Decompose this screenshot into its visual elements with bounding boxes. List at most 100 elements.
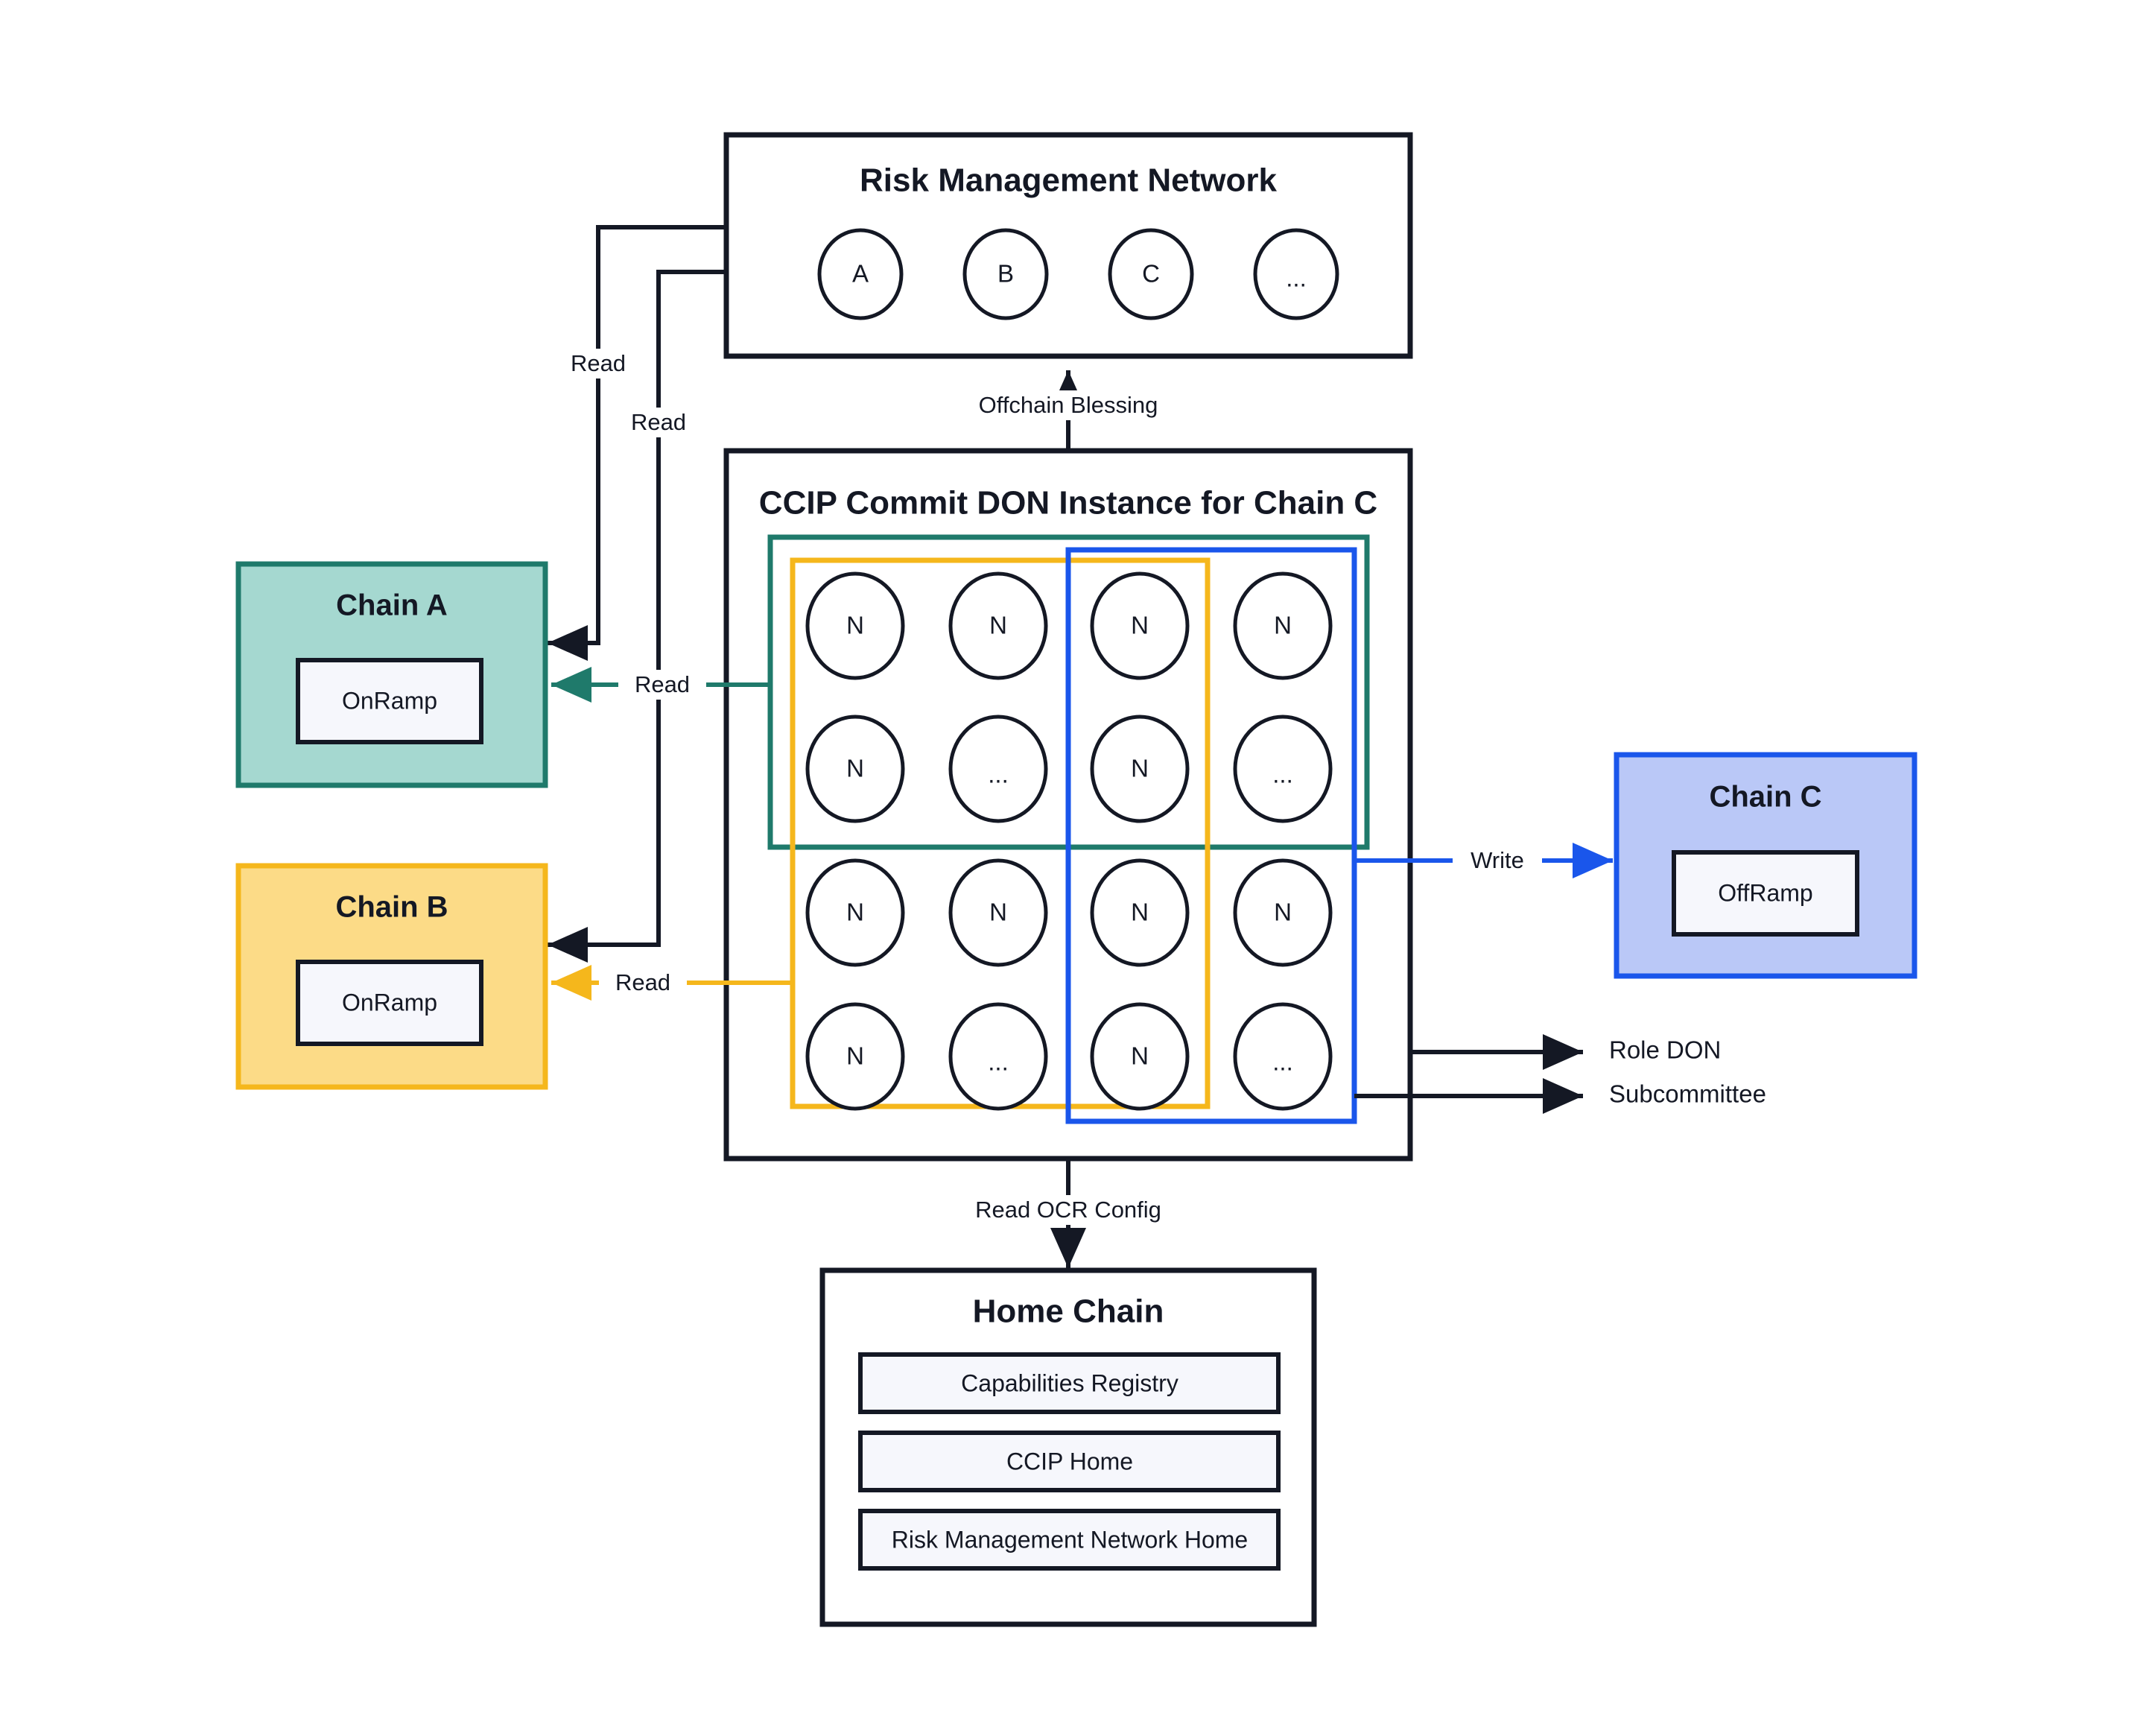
don-node-r1c3[interactable]: N bbox=[1090, 571, 1190, 680]
don-node-r1c4-label: N bbox=[1274, 612, 1292, 639]
rmn-read-b-path bbox=[548, 270, 726, 963]
chain-b-onramp-outline bbox=[296, 960, 483, 1046]
chain-a-onramp-label: OnRamp bbox=[342, 687, 437, 714]
rmn-node-b[interactable]: B bbox=[962, 228, 1049, 320]
rmn-read-a-label: Read bbox=[571, 350, 626, 376]
chain-c-box[interactable]: Chain C OffRamp bbox=[1614, 752, 1917, 979]
rmn-node-c-label: C bbox=[1142, 260, 1160, 288]
don-node-r3c3-circle bbox=[1090, 858, 1190, 967]
ccip-home-label: CCIP Home bbox=[1006, 1448, 1133, 1474]
chain-c-offramp-label: OffRamp bbox=[1718, 879, 1812, 906]
chain-b-box[interactable]: Chain B OnRamp bbox=[235, 863, 548, 1090]
don-node-r4c2-label: ... bbox=[988, 1048, 1009, 1076]
don-node-r4c1-circle bbox=[805, 1002, 905, 1111]
rmn-node-more[interactable]: ... bbox=[1253, 228, 1339, 320]
legend-subcommittee-label: Subcommittee bbox=[1609, 1080, 1766, 1108]
don-node-r2c4[interactable]: ... bbox=[1233, 715, 1333, 823]
don-node-r3c3-label: N bbox=[1131, 899, 1149, 926]
don-node-r3c1-circle bbox=[805, 858, 905, 967]
chain-b-title: Chain B bbox=[335, 891, 448, 924]
read-ocr-config-label: Read OCR Config bbox=[975, 1197, 1161, 1223]
chain-c-offramp-outline bbox=[1672, 850, 1859, 937]
read-ocr-config-label-bg bbox=[961, 1195, 1177, 1225]
offchain-blessing-edge: Offchain Blessing bbox=[968, 370, 1170, 449]
blue-role-don-region[interactable] bbox=[1065, 547, 1357, 1124]
rmn-read-chain-a-edge: Read bbox=[548, 225, 726, 661]
chain-a-onramp[interactable]: OnRamp bbox=[296, 658, 483, 744]
home-chain-item-ccip-home[interactable]: CCIP Home bbox=[858, 1431, 1281, 1492]
rmn-read-a-path bbox=[548, 225, 726, 661]
legend-role-don-label: Role DON bbox=[1609, 1036, 1721, 1064]
don-node-r2c3[interactable]: N bbox=[1090, 715, 1190, 823]
rmn-node-a[interactable]: A bbox=[817, 228, 904, 320]
don-node-r4c4-label: ... bbox=[1272, 1048, 1293, 1076]
don-read-chain-a-edge: Read bbox=[551, 667, 770, 703]
don-node-r3c4[interactable]: N bbox=[1233, 858, 1333, 967]
ccip-home-outline bbox=[858, 1431, 1281, 1492]
don-node-r3c2-label: N bbox=[989, 899, 1007, 926]
don-node-r2c3-label: N bbox=[1131, 755, 1149, 782]
don-node-r1c4-circle bbox=[1233, 571, 1333, 680]
rmn-read-b-label: Read bbox=[631, 409, 686, 435]
don-node-r1c2-circle bbox=[948, 571, 1048, 680]
don-node-r1c1-circle bbox=[805, 571, 905, 680]
rmn-read-chain-b-edge: Read bbox=[548, 270, 726, 963]
rmn-home-outline bbox=[858, 1509, 1281, 1571]
don-node-r2c3-circle bbox=[1090, 715, 1190, 823]
don-node-r4c3-label: N bbox=[1131, 1042, 1149, 1070]
chain-c-offramp[interactable]: OffRamp bbox=[1672, 850, 1859, 937]
don-node-r3c3[interactable]: N bbox=[1090, 858, 1190, 967]
don-node-r3c2[interactable]: N bbox=[948, 858, 1048, 967]
don-node-r3c2-circle bbox=[948, 858, 1048, 967]
don-node-r3c4-label: N bbox=[1274, 899, 1292, 926]
don-node-r2c2[interactable]: ... bbox=[948, 715, 1048, 823]
don-node-r1c4[interactable]: N bbox=[1233, 571, 1333, 680]
don-node-r2c2-label: ... bbox=[988, 761, 1009, 788]
don-node-r3c1[interactable]: N bbox=[805, 858, 905, 967]
rmn-node-more-label: ... bbox=[1286, 264, 1307, 292]
don-node-r2c1[interactable]: N bbox=[805, 715, 905, 823]
don-node-r2c4-label: ... bbox=[1272, 761, 1293, 788]
legend-subcommittee: Subcommittee bbox=[1354, 1078, 1766, 1114]
don-node-r4c2-circle bbox=[948, 1002, 1048, 1111]
don-node-r4c2[interactable]: ... bbox=[948, 1002, 1048, 1111]
home-chain-box[interactable]: Home Chain Capabilities Registry CCIP Ho… bbox=[819, 1267, 1317, 1627]
risk-management-network-box[interactable]: Risk Management Network A B C ... bbox=[723, 132, 1413, 359]
don-read-b-label: Read bbox=[615, 969, 670, 995]
rmn-node-c[interactable]: C bbox=[1108, 228, 1194, 320]
offchain-blessing-label: Offchain Blessing bbox=[979, 392, 1158, 418]
don-read-a-label-bg bbox=[618, 670, 706, 700]
don-write-c-label-bg bbox=[1453, 846, 1542, 875]
don-node-r4c3-circle bbox=[1090, 1002, 1190, 1111]
don-node-r3c1-label: N bbox=[846, 899, 864, 926]
don-read-b-label-bg bbox=[599, 968, 687, 998]
don-node-r1c1[interactable]: N bbox=[805, 571, 905, 680]
rmn-node-b-label: B bbox=[997, 260, 1014, 288]
don-node-r4c1[interactable]: N bbox=[805, 1002, 905, 1111]
chain-b-onramp[interactable]: OnRamp bbox=[296, 960, 483, 1046]
rmn-home-label: Risk Management Network Home bbox=[892, 1526, 1248, 1553]
don-node-r1c2[interactable]: N bbox=[948, 571, 1048, 680]
don-node-r4c3[interactable]: N bbox=[1090, 1002, 1190, 1111]
home-chain-title: Home Chain bbox=[973, 1293, 1164, 1330]
capabilities-registry-outline bbox=[858, 1352, 1281, 1414]
don-node-r2c1-label: N bbox=[846, 755, 864, 782]
don-node-r3c4-circle bbox=[1233, 858, 1333, 967]
don-write-c-label: Write bbox=[1471, 847, 1524, 873]
don-read-chain-b-edge: Read bbox=[551, 965, 793, 1001]
home-chain-item-rmn-home[interactable]: Risk Management Network Home bbox=[858, 1509, 1281, 1571]
home-chain-item-capabilities-registry[interactable]: Capabilities Registry bbox=[858, 1352, 1281, 1414]
commit-don-box[interactable]: CCIP Commit DON Instance for Chain C N N… bbox=[723, 448, 1413, 1162]
don-node-r2c4-circle bbox=[1233, 715, 1333, 823]
rmn-read-b-label-bg bbox=[615, 408, 702, 437]
rmn-node-b-circle bbox=[962, 228, 1049, 320]
chain-a-box[interactable]: Chain A OnRamp bbox=[235, 561, 548, 788]
rmn-title: Risk Management Network bbox=[860, 162, 1277, 199]
chain-c-title: Chain C bbox=[1709, 781, 1821, 814]
don-read-a-label: Read bbox=[635, 671, 690, 697]
read-ocr-config-edge: Read OCR Config bbox=[961, 1159, 1177, 1268]
chain-b-onramp-label: OnRamp bbox=[342, 989, 437, 1016]
don-node-r4c4[interactable]: ... bbox=[1233, 1002, 1333, 1111]
